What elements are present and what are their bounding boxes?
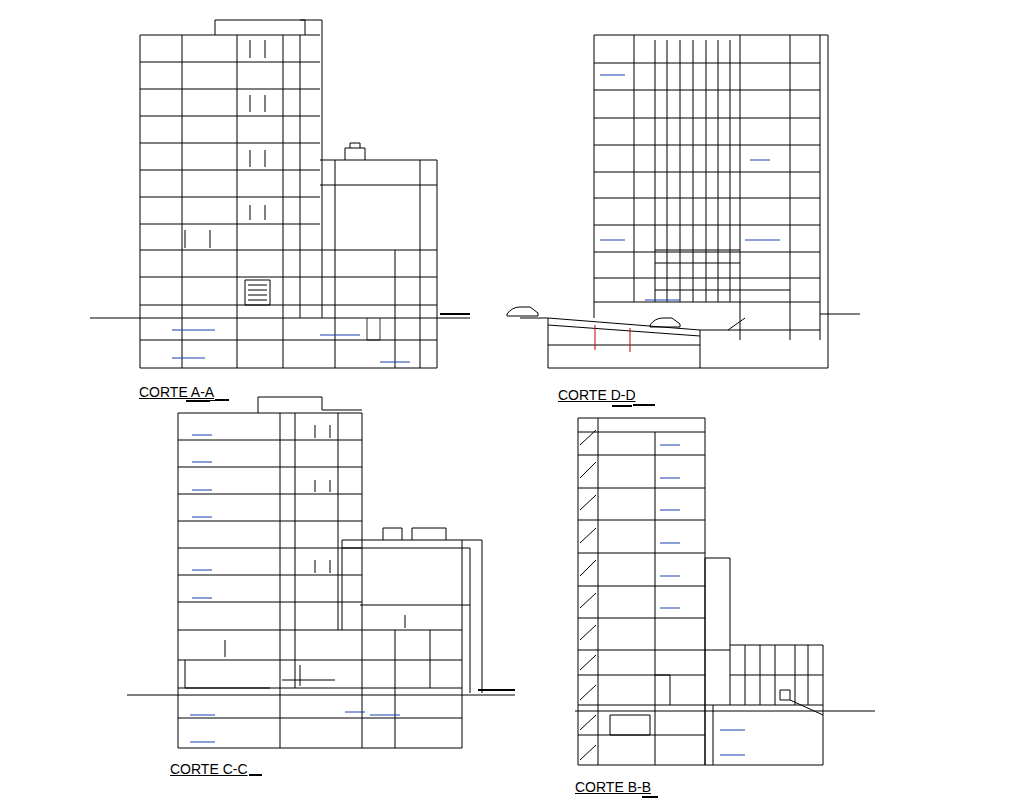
- section-a: [90, 20, 538, 368]
- section-b: [575, 418, 875, 765]
- section-title: CORTE B-B: [574, 779, 652, 795]
- section-title: CORTE D-D: [557, 387, 637, 403]
- section-c: [127, 397, 515, 748]
- section-d: [520, 35, 860, 368]
- section-title: CORTE A-A: [138, 384, 215, 400]
- section-title: CORTE C-C: [169, 761, 249, 777]
